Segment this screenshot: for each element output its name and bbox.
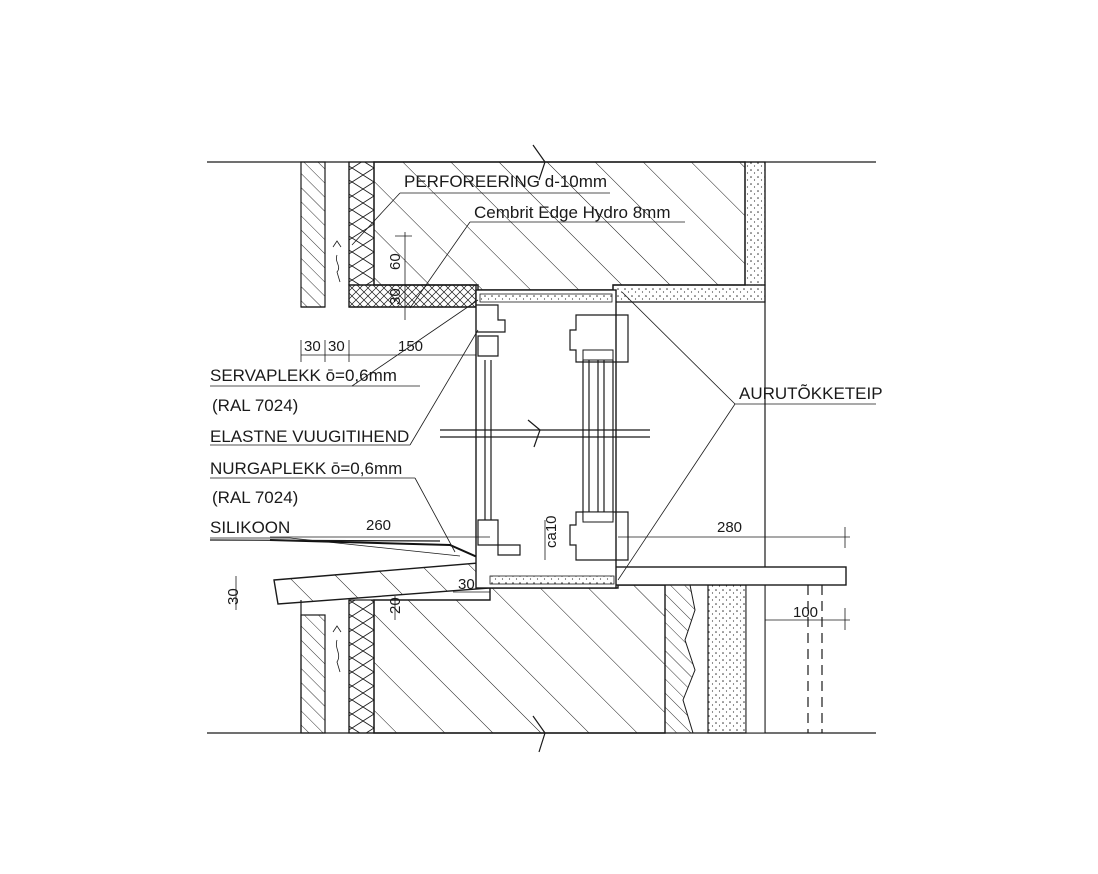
dim-ca10: ca10: [543, 515, 560, 548]
label-perforation: PERFOREERING d-10mm: [404, 172, 607, 191]
label-elastne: ELASTNE VUUGITIHEND: [210, 427, 409, 446]
dim-20: 20: [387, 597, 404, 614]
labels: PERFOREERING d-10mm Cembrit Edge Hydro 8…: [210, 172, 883, 537]
label-cembrit: Cembrit Edge Hydro 8mm: [474, 203, 671, 222]
dimension-lines: [235, 232, 850, 630]
dim-150: 150: [398, 338, 423, 355]
dim-30-sill: 30: [458, 576, 475, 593]
dim-60: 60: [387, 253, 404, 270]
dim-30-thickness: 30: [225, 588, 242, 605]
dim-260: 260: [366, 517, 391, 534]
window-frame: [440, 289, 650, 589]
dim-30-inner: 30: [387, 288, 404, 305]
upper-wall: [373, 161, 766, 733]
label-aurutokketeip: AURUTÕKKETEIP: [739, 384, 883, 403]
label-nurgaplekk: NURGAPLEKK ō=0,6mm: [210, 459, 402, 478]
exterior-sill: [209, 539, 491, 605]
label-servaplekk-ral: (RAL 7024): [212, 396, 298, 415]
dim-100: 100: [793, 604, 818, 621]
interior-sill: [611, 566, 847, 586]
dim-30-b: 30: [328, 338, 345, 355]
dim-30-a: 30: [304, 338, 321, 355]
label-silikoon: SILIKOON: [210, 518, 290, 537]
dimension-texts: 60 30 30 30 150 260 280 ca10 30 30 20 10…: [225, 253, 818, 621]
label-servaplekk: SERVAPLEKK ō=0,6mm: [210, 366, 397, 385]
dim-280: 280: [717, 519, 742, 536]
soffit-board: [348, 284, 477, 308]
leader-lines: [210, 192, 876, 581]
lower-wall: [373, 584, 823, 734]
facade-lower: [300, 599, 375, 734]
label-nurgaplekk-ral: (RAL 7024): [212, 488, 298, 507]
